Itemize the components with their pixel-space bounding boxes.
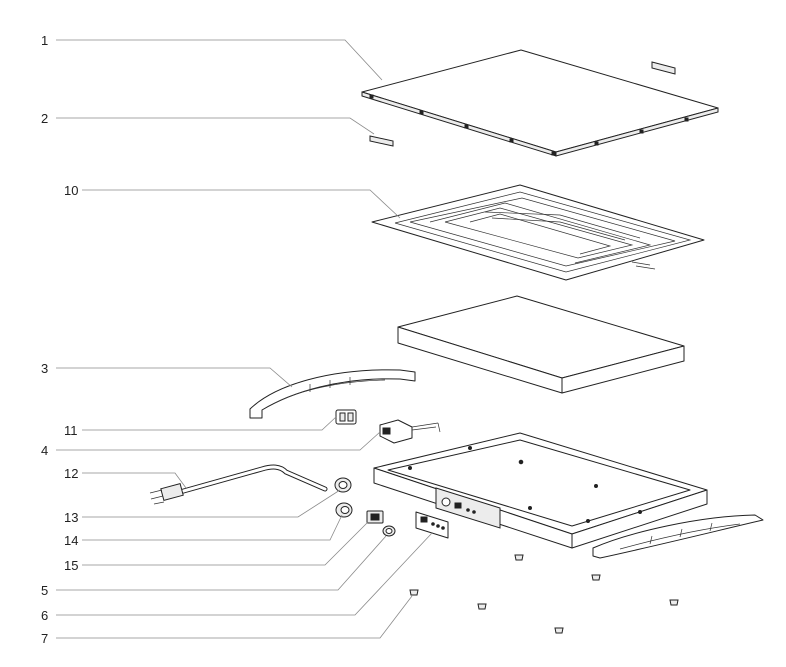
callout-3: 3	[41, 361, 48, 376]
callout-5: 5	[41, 583, 48, 598]
part-10-heating-element	[371, 184, 705, 281]
part-2-labels	[369, 61, 676, 147]
part-13-knob	[334, 477, 352, 493]
part-11-switch	[335, 409, 357, 425]
callout-12: 12	[64, 466, 78, 481]
part-5-fuse-holder	[382, 525, 396, 537]
callout-15: 15	[64, 558, 78, 573]
part-1-top-plate	[361, 49, 719, 157]
callout-14: 14	[64, 533, 78, 548]
part-3-bracket	[249, 369, 416, 419]
leader-lines	[56, 39, 433, 639]
callout-4: 4	[41, 443, 48, 458]
part-6-panel-overlay	[415, 511, 449, 539]
part-14-knob	[335, 502, 353, 518]
insulation-block	[397, 295, 685, 394]
callout-6: 6	[41, 608, 48, 623]
callout-1: 1	[41, 33, 48, 48]
base-frame	[373, 432, 708, 549]
callout-7: 7	[41, 631, 48, 646]
callout-11: 11	[64, 423, 78, 438]
part-12-power-cord	[149, 464, 328, 505]
callout-2: 2	[41, 111, 48, 126]
callout-labels: 1 2 10 3 11 4 12 13 14 15 5 6 7	[41, 33, 78, 646]
bracket-right	[592, 514, 764, 559]
part-4-controller	[379, 419, 441, 444]
part-15-rocker-switch	[366, 510, 384, 524]
part-7-feet	[409, 554, 679, 634]
callout-13: 13	[64, 510, 78, 525]
callout-10: 10	[64, 183, 78, 198]
